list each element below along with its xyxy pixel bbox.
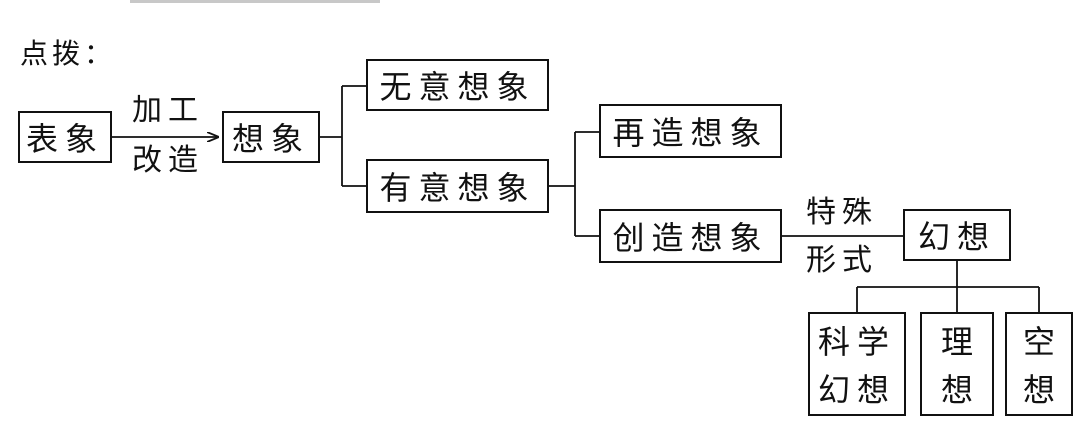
edge-label-process-bottom: 改造	[132, 143, 204, 178]
edge-label-special-top: 特殊	[806, 195, 878, 230]
node-youyi-xiangxiang: 有意想象	[366, 159, 549, 213]
node-biaoxiang: 表象	[18, 111, 112, 163]
node-chuangzao-label: 创造想象	[612, 219, 769, 257]
node-xiangxiang: 想象	[222, 111, 320, 163]
node-biaoxiang-label: 表象	[25, 120, 104, 158]
node-kexue-line2: 幻想	[817, 371, 896, 410]
edge-label-special-bottom: 形式	[806, 243, 878, 278]
node-wuyi-xiangxiang: 无意想象	[366, 59, 549, 111]
node-lixiang-line1: 理	[940, 322, 973, 361]
edge-label-process-top: 加工	[132, 93, 204, 128]
node-huanxiang-label: 幻想	[917, 218, 996, 256]
node-zaizao-label: 再造想象	[612, 114, 769, 152]
node-kongxiang-line1: 空	[1022, 322, 1055, 361]
node-huanxiang: 幻想	[903, 209, 1011, 261]
node-zaizao-xiangxiang: 再造想象	[599, 104, 782, 158]
node-chuangzao-xiangxiang: 创造想象	[599, 209, 782, 263]
top-edge-strip	[130, 0, 380, 3]
node-youyi-label: 有意想象	[379, 169, 536, 207]
node-kongxiang-line2: 想	[1022, 371, 1055, 410]
node-kongxiang: 空 想	[1005, 312, 1073, 416]
node-xiangxiang-label: 想象	[231, 120, 310, 158]
node-lixiang-line2: 想	[940, 371, 973, 410]
node-kexue-line1: 科学	[817, 322, 896, 361]
node-lixiang: 理 想	[920, 312, 994, 416]
section-title: 点拨：	[20, 37, 117, 70]
node-kexue-huanxiang: 科学 幻想	[808, 312, 906, 416]
node-wuyi-label: 无意想象	[379, 68, 536, 106]
